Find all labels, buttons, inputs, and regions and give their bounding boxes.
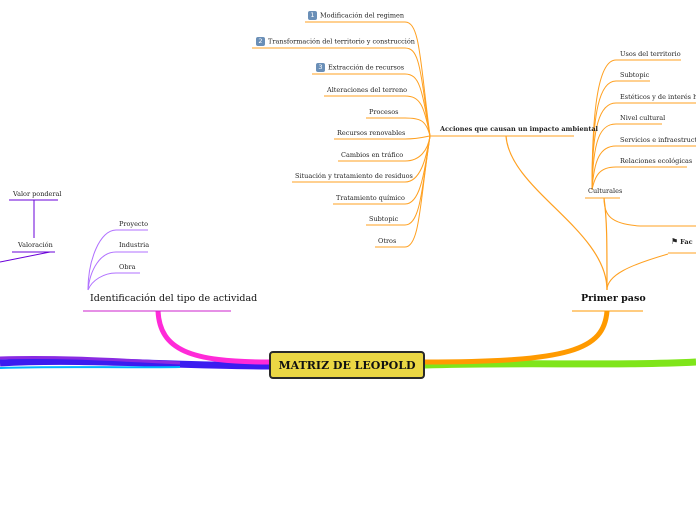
acciones-item-7[interactable]: Cambios en tráfico [341, 151, 404, 159]
culturales-title[interactable]: Culturales [588, 187, 623, 195]
acciones-item-label: Extracción de recursos [328, 63, 405, 72]
culturales-connectors [591, 59, 617, 191]
acciones-item-6[interactable]: Recursos renovables [337, 129, 406, 137]
acciones-item-10[interactable]: Subtopic [369, 215, 399, 223]
acciones-item-11[interactable]: Otros [378, 237, 397, 245]
culturales-item-6[interactable]: Relaciones ecológicas [620, 157, 693, 165]
culturales-item-2[interactable]: Subtopic [620, 71, 650, 79]
valoracion-node[interactable]: Valoración [18, 241, 53, 249]
number-1-badge: 1 [308, 11, 317, 20]
acciones-item-label: Modificación del regimen [320, 11, 405, 20]
right-branch-title[interactable]: Primer paso [581, 293, 646, 304]
acciones-underlines [252, 21, 405, 248]
acciones-connectors [404, 21, 431, 248]
culturales-underlines [616, 59, 696, 168]
central-topic[interactable]: MATRIZ DE LEOPOLD [269, 351, 425, 379]
left-branch-title[interactable]: Identificación del tipo de actividad [90, 293, 258, 304]
left-item-industria[interactable]: Industria [119, 241, 150, 249]
culturales-item-1[interactable]: Usos del territorio [620, 50, 681, 58]
fac-label: Fac [680, 238, 693, 246]
acciones-title[interactable]: Acciones que causan un impacto ambiental [440, 125, 598, 133]
checkered-flag-icon: ⚑ [671, 238, 679, 246]
culturales-item-3[interactable]: Estéticos y de interés hum [620, 93, 696, 101]
acciones-item-label: Transformación del territorio y construc… [268, 37, 415, 46]
right-green-branch-line [424, 358, 696, 369]
number-3-badge: 3 [316, 63, 325, 72]
left-branch-line [155, 310, 270, 365]
culturales-item-5[interactable]: Servicios e infraestructura [620, 136, 696, 144]
acciones-item-4[interactable]: Alteraciones del terreno [327, 86, 408, 94]
left-item-proyecto[interactable]: Proyecto [119, 220, 149, 228]
far-left-branch-line [0, 357, 270, 370]
right-branch-line [424, 310, 610, 365]
valor-ponderal-node[interactable]: Valor ponderal [13, 190, 62, 198]
number-2-badge: 2 [256, 37, 265, 46]
acciones-item-9[interactable]: Tratamiento químico [336, 194, 405, 202]
culturales-item-4[interactable]: Nivel cultural [620, 114, 666, 122]
left-item-obra[interactable]: Obra [119, 263, 136, 271]
acciones-item-8[interactable]: Situación y tratamiento de residuos [295, 172, 413, 180]
acciones-item-5[interactable]: Procesos [369, 108, 399, 116]
fac-node[interactable]: ⚑Fac [671, 238, 696, 246]
